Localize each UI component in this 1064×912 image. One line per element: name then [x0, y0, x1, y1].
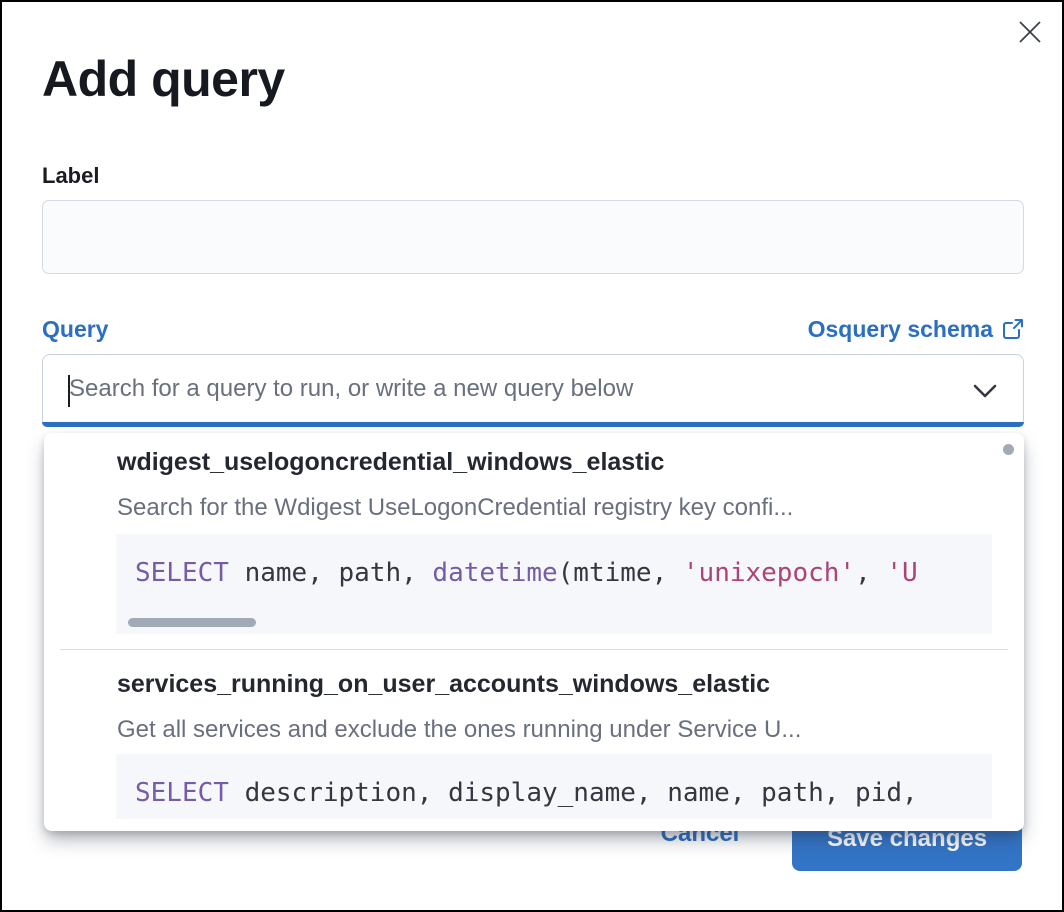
query-suggestions-dropdown: wdigest_uselogoncredential_windows_elast…: [44, 433, 1024, 831]
sql-preview-block: SELECT description, display_name, name, …: [116, 754, 992, 819]
sql-code-line: SELECT name, path, datetime(mtime, 'unix…: [135, 557, 918, 589]
sql-text: ,: [855, 558, 887, 588]
sql-code-line: SELECT description, display_name, name, …: [135, 777, 918, 809]
sql-string: 'unixepoch': [682, 558, 856, 588]
close-button[interactable]: [1010, 12, 1050, 52]
sql-string: 'U: [886, 558, 918, 588]
vertical-scrollbar-thumb[interactable]: [1003, 444, 1014, 455]
sql-keyword: SELECT: [135, 558, 229, 588]
query-option-description: Get all services and exclude the ones ru…: [117, 716, 802, 743]
query-option-title: wdigest_uselogoncredential_windows_elast…: [117, 448, 665, 476]
query-field-header: Query Osquery schema: [42, 314, 1024, 344]
page-title: Add query: [42, 51, 285, 107]
external-link-icon: [1003, 319, 1023, 339]
query-option-title: services_running_on_user_accounts_window…: [117, 670, 771, 698]
sql-text: name, path,: [228, 558, 433, 588]
focus-indicator-bar: [42, 422, 1024, 427]
query-field-label: Query: [42, 316, 109, 342]
horizontal-scrollbar-thumb[interactable]: [128, 618, 256, 627]
label-field-label: Label: [42, 163, 100, 188]
sql-function: datetime: [432, 558, 558, 588]
sql-text: description, display_name, name, path, p…: [228, 778, 918, 808]
chevron-down-icon[interactable]: [971, 382, 999, 400]
osquery-schema-link-label: Osquery schema: [807, 315, 993, 342]
osquery-schema-link[interactable]: Osquery schema: [808, 316, 1024, 343]
label-input[interactable]: [42, 200, 1024, 274]
sql-keyword: SELECT: [135, 778, 229, 808]
query-option-description: Search for the Wdigest UseLogonCredentia…: [117, 494, 794, 521]
close-icon: [1019, 21, 1041, 43]
query-search-combobox[interactable]: [42, 354, 1024, 427]
query-search-input[interactable]: [69, 361, 953, 416]
sql-text: (mtime,: [557, 558, 683, 588]
option-divider: [60, 649, 1008, 650]
sql-preview-block: SELECT name, path, datetime(mtime, 'unix…: [116, 534, 992, 634]
